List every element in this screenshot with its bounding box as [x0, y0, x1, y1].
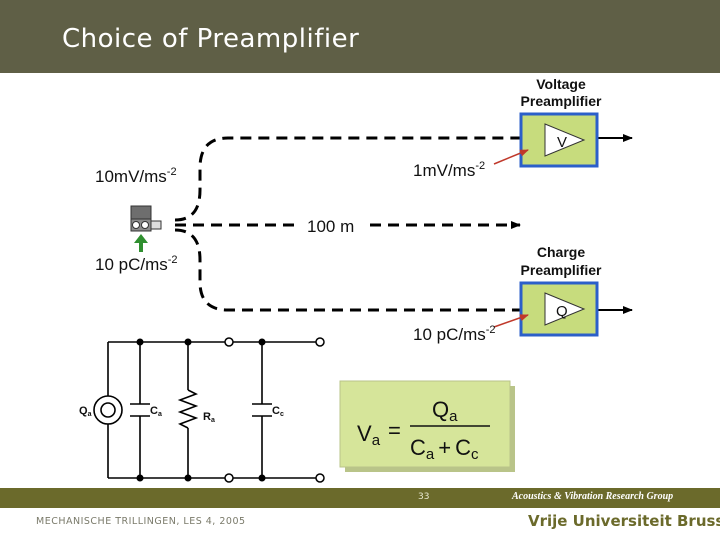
accelerometer-sensor	[130, 205, 162, 232]
circuit-label-source: Qa	[79, 405, 92, 418]
sensor-voltage-sensitivity: 10mV/ms-2	[95, 166, 177, 186]
voltage-red-pointer	[493, 149, 529, 165]
formula-box: Va = Qa Ca+Cc	[339, 380, 515, 472]
cable-bottom	[174, 228, 520, 312]
footer-band	[0, 488, 720, 508]
sensor-charge-sensitivity: 10 pC/ms-2	[95, 254, 178, 274]
formula-lhs: Va	[357, 421, 381, 449]
formula-denominator: Ca+Cc	[410, 435, 479, 463]
equivalent-circuit	[107, 341, 316, 479]
charge-red-pointer	[493, 314, 529, 328]
circuit-label-ra: Ra	[203, 411, 215, 424]
circuit-label-cc: Cc	[272, 405, 284, 418]
voltage-preamp-title-1: Voltage	[536, 76, 586, 92]
formula-numerator: Qa	[432, 397, 458, 425]
preamplifier-diagram: Voltage Preamplifier V Charge Preamplifi…	[79, 76, 633, 483]
page-number: 33	[418, 492, 430, 502]
slide-title: Choice of Preamplifier	[62, 24, 360, 54]
footer-bottom	[0, 508, 720, 540]
voltage-preamplifier: Voltage Preamplifier V	[519, 76, 602, 168]
voltage-preamp-symbol: V	[557, 134, 567, 151]
cable-length-label: 100 m	[307, 217, 354, 236]
circuit-nodes	[136, 337, 325, 483]
cable-lines	[174, 136, 520, 312]
charge-preamp-title-2: Preamplifier	[521, 262, 602, 278]
formula-equals: =	[388, 418, 401, 443]
charge-preamp-symbol: Q	[556, 303, 568, 320]
research-group-name: Acoustics & Vibration Research Group	[512, 491, 674, 502]
course-label: MECHANISCHE TRILLINGEN, LES 4, 2005	[36, 516, 246, 527]
sensor-green-arrow-icon	[134, 234, 148, 252]
charge-preamplifier: Charge Preamplifier Q	[519, 244, 602, 337]
voltage-preamp-triangle	[544, 123, 586, 157]
charge-preamp-title-1: Charge	[537, 244, 585, 260]
circuit-label-ca: Ca	[150, 405, 162, 418]
voltage-at-amplifier: 1mV/ms-2	[413, 160, 485, 180]
charge-at-amplifier: 10 pC/ms-2	[413, 324, 496, 344]
university-name: Vrije Universiteit Brussel	[528, 512, 720, 530]
title-bar: Choice of Preamplifier	[0, 0, 720, 73]
charge-source-icon	[93, 395, 123, 425]
charge-preamp-triangle	[544, 292, 586, 326]
voltage-preamp-title-2: Preamplifier	[521, 93, 602, 109]
